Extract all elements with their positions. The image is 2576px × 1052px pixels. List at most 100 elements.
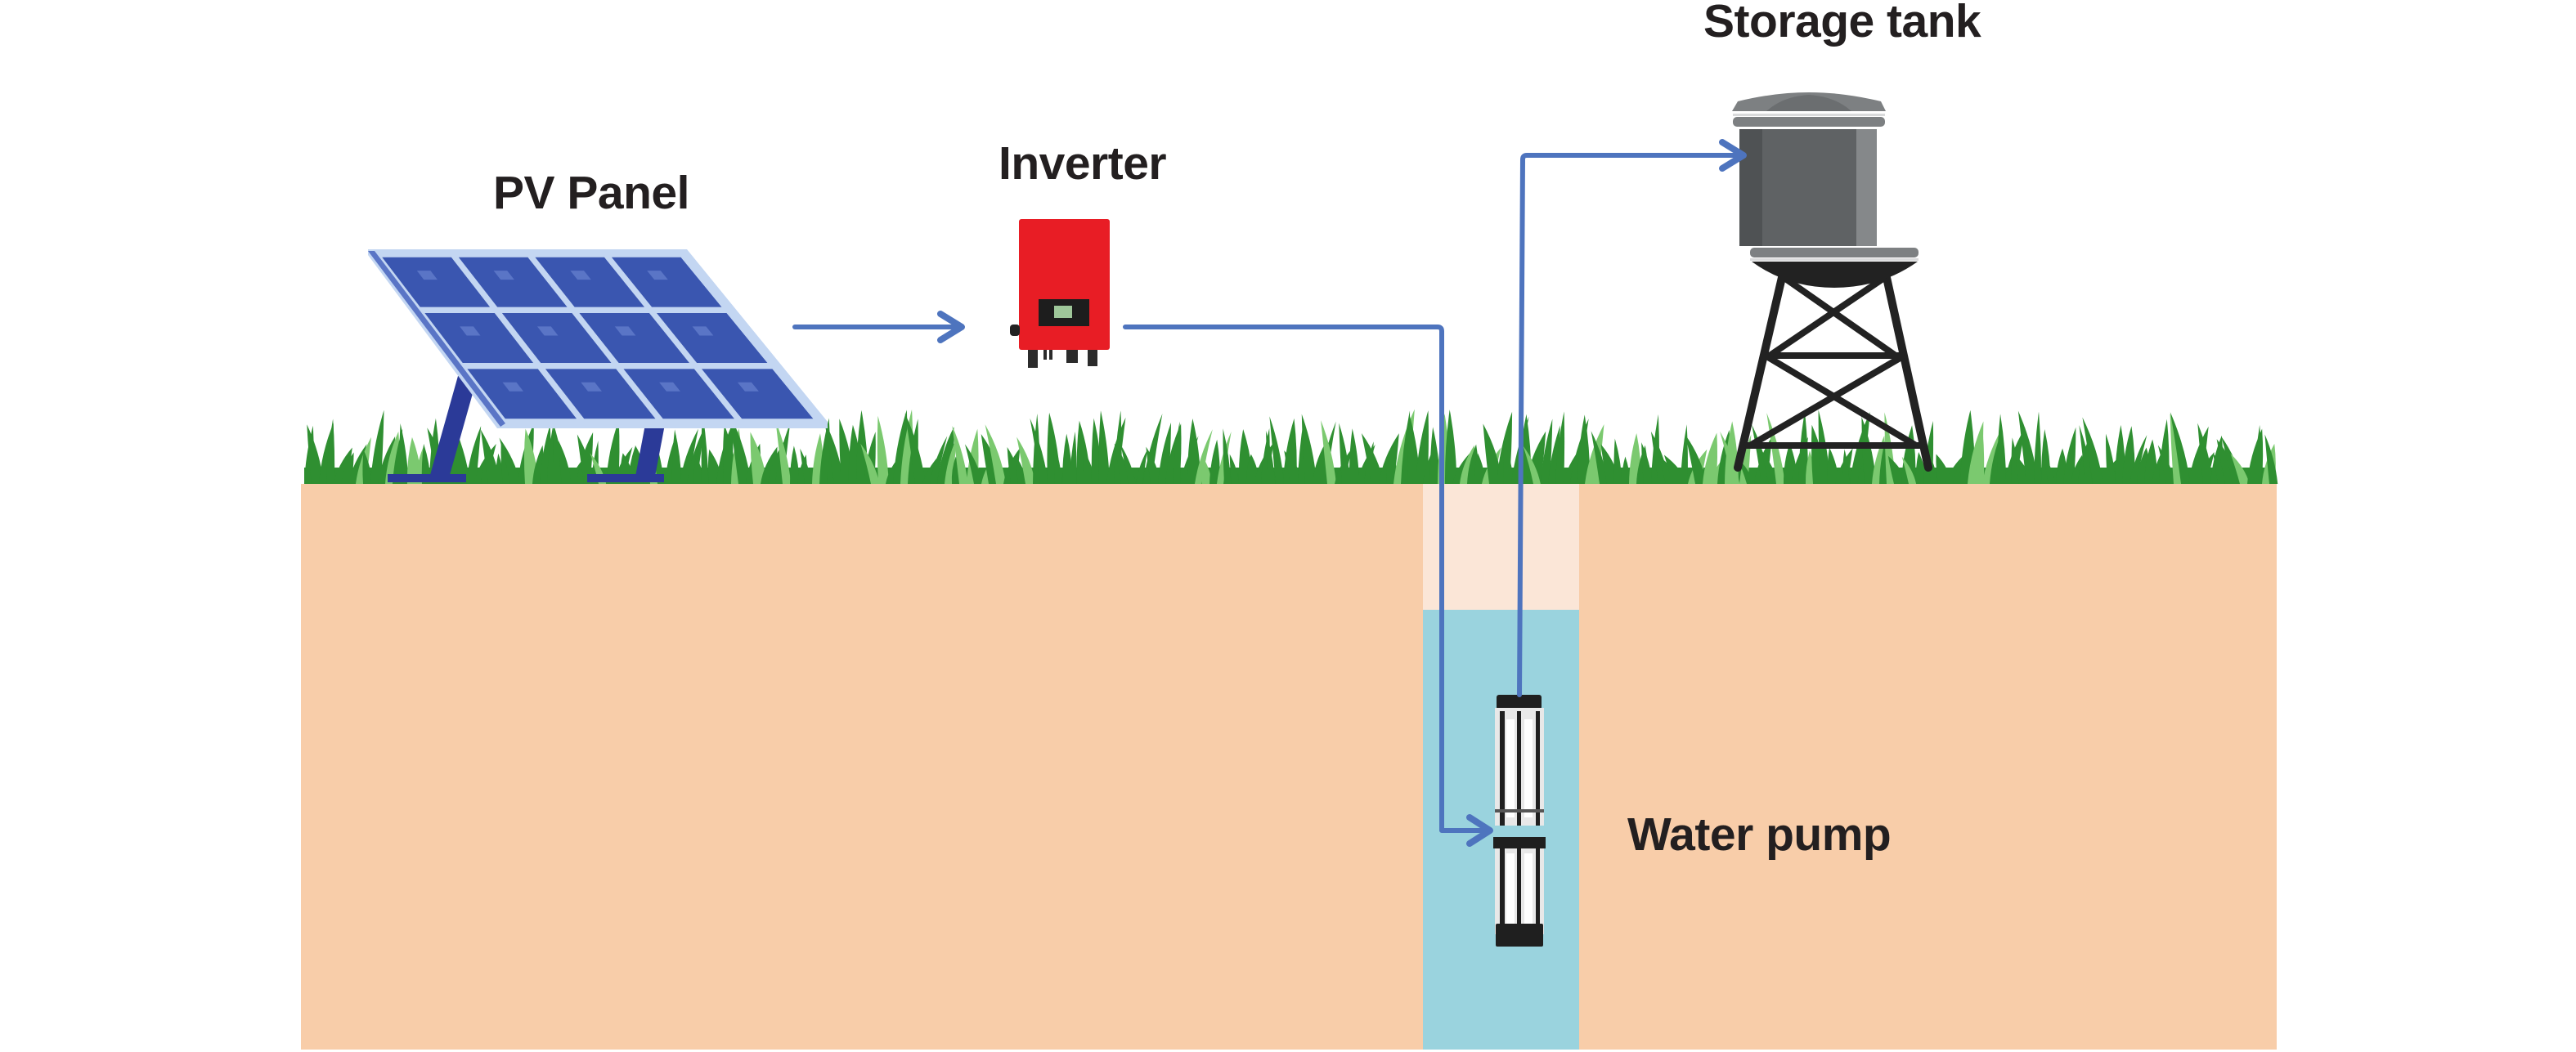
solar-panel-icon — [368, 249, 828, 482]
grass-blade — [964, 444, 983, 484]
grass-blade — [671, 429, 682, 484]
grass-blade — [2082, 417, 2103, 484]
tank-band-top — [1733, 117, 1885, 127]
grass-blade — [1842, 449, 1850, 484]
pump-rib — [1517, 711, 1521, 826]
grass-blade — [701, 410, 709, 484]
grass-blade — [1195, 429, 1213, 484]
grass-blade — [1229, 454, 1240, 484]
grass-blade — [1401, 410, 1411, 484]
ground — [301, 484, 2277, 1050]
grass-blade — [1173, 421, 1181, 484]
grass-blade — [495, 453, 505, 484]
inverter-connector — [1049, 350, 1052, 360]
grass-blade — [1061, 433, 1073, 484]
grass-blade — [2157, 445, 2175, 484]
arrowhead-icon — [937, 311, 965, 343]
submersible-pump-icon — [1493, 695, 1546, 947]
grass-blade — [1301, 414, 1317, 484]
pv-cell — [467, 369, 577, 419]
grass-blade — [2063, 427, 2076, 484]
pump-shine — [1524, 719, 1533, 817]
inverter-connector — [1066, 350, 1078, 363]
grass-blade — [2197, 423, 2214, 484]
grass-blade — [307, 424, 324, 484]
grass-blade — [860, 443, 880, 484]
grass-blade — [1321, 420, 1336, 484]
pv-cell — [702, 369, 814, 419]
grass-blade — [2017, 410, 2039, 484]
pv-cell-highlight — [460, 326, 481, 336]
pv-cell-highlight — [570, 271, 591, 280]
grass-strip — [304, 409, 2278, 484]
grass-blade — [680, 428, 698, 484]
grass-blade — [2115, 424, 2126, 484]
panel-stand-leg-right — [635, 420, 666, 481]
panel-side-edge — [368, 251, 505, 427]
storage-tank-label: Storage tank — [1703, 0, 1981, 47]
pump-rib — [1500, 848, 1505, 934]
pump-shine — [1524, 853, 1533, 931]
grass-blade — [362, 450, 373, 484]
grass-blade — [1641, 442, 1653, 484]
grass-blade — [1577, 414, 1591, 484]
grass-blade — [1555, 411, 1565, 484]
grass-blade — [1996, 414, 2007, 484]
grass-blade — [1703, 432, 1718, 484]
grass-blade — [952, 425, 968, 484]
grass-blade — [1901, 456, 1917, 484]
panel-stand-foot-right — [587, 474, 664, 482]
grass-blade — [1945, 457, 1962, 484]
grass-blade — [1503, 441, 1514, 484]
grass-blade — [1474, 453, 1486, 484]
wire-inverter-to-pump — [1123, 325, 1489, 833]
tank-band-highlight — [1733, 114, 1885, 116]
inverter-body — [1019, 219, 1110, 350]
grass-blade — [1265, 430, 1276, 484]
grass-blade — [2122, 426, 2135, 484]
grass-blade — [1143, 414, 1163, 484]
pump-shine — [1506, 719, 1515, 817]
grass-blade — [558, 440, 572, 484]
grass-blade — [1429, 427, 1440, 484]
pv-cell-highlight — [614, 326, 636, 336]
pv-cell-highlight — [692, 326, 714, 336]
grass-blade — [499, 437, 521, 484]
pv-cell — [611, 257, 722, 307]
pump-rib — [1517, 848, 1521, 934]
pump-shine — [1506, 853, 1515, 931]
panel-stand-leg-left — [429, 376, 478, 481]
grass-blade — [1720, 431, 1740, 484]
inverter-side-knob — [1010, 325, 1020, 336]
grass-blade — [2034, 411, 2042, 484]
connectors — [792, 139, 1747, 847]
pump-rib — [1500, 711, 1505, 826]
grass-blade — [1591, 431, 1609, 484]
pv-cell-highlight — [581, 382, 602, 392]
grass-blade — [370, 410, 384, 484]
inverter-connector — [1028, 350, 1038, 368]
pv-cell-highlight — [536, 326, 559, 336]
inverter-display-screen — [1054, 306, 1072, 318]
grass-blade — [1269, 416, 1285, 484]
ground-soil — [301, 484, 2277, 1050]
grass-blade — [1223, 428, 1232, 484]
tower-frame — [1734, 270, 1932, 472]
pv-cell — [382, 257, 491, 307]
grass-blade — [1613, 438, 1622, 484]
grass-blade — [2170, 412, 2191, 484]
pump-top-cap — [1497, 695, 1542, 710]
pv-cell — [579, 313, 689, 363]
grass-blade — [577, 434, 595, 484]
water-tower-icon — [1732, 92, 1932, 472]
pv-cell — [535, 257, 644, 307]
inverter-connector — [1043, 350, 1047, 360]
grass-blade — [1070, 431, 1077, 484]
tank-band-bottom — [1750, 248, 1919, 257]
pump-mid-collar — [1493, 837, 1546, 848]
pv-cell — [545, 369, 656, 419]
grass-blade — [1681, 424, 1688, 484]
grass-blade — [547, 424, 555, 484]
tank-body-light — [1856, 129, 1877, 246]
